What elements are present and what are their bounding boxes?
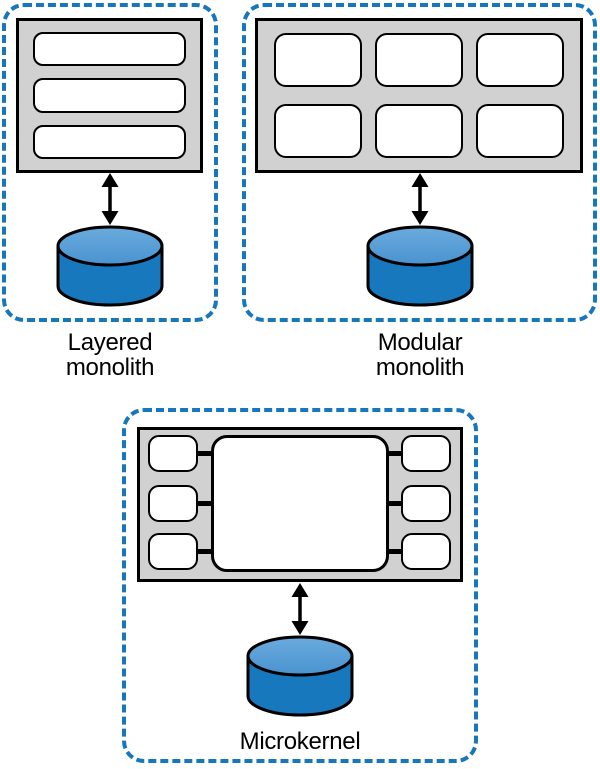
database-cylinder-icon <box>55 225 165 307</box>
plugin-connector <box>196 549 212 554</box>
module-box <box>375 104 463 158</box>
plugin-box <box>148 533 198 570</box>
modular-monolith-container <box>255 18 583 173</box>
panel-label: Modular monolith <box>375 329 465 381</box>
plugin-box <box>401 533 451 570</box>
double-arrow-icon <box>407 173 433 225</box>
plugin-box <box>148 435 198 472</box>
plugin-box <box>401 435 451 472</box>
plugin-connector <box>387 549 403 554</box>
plugin-box <box>148 485 198 522</box>
panel-label: Microkernel <box>239 728 361 755</box>
plugin-connector <box>387 501 403 506</box>
plugin-connector <box>387 451 403 456</box>
double-arrow-icon <box>287 583 313 635</box>
module-box <box>274 33 362 87</box>
layered-monolith-container <box>16 18 203 173</box>
layer-box <box>33 78 186 113</box>
layer-box <box>33 124 186 159</box>
plugin-box <box>401 485 451 522</box>
double-arrow-icon <box>97 173 123 225</box>
panel-label: Layered monolith <box>65 329 155 381</box>
layer-box <box>33 32 186 67</box>
microkernel-panel <box>122 408 478 763</box>
module-box <box>274 104 362 158</box>
database-cylinder-icon <box>245 635 355 717</box>
modular-monolith-panel <box>242 3 597 322</box>
module-box <box>476 33 564 87</box>
plugin-connector <box>196 501 212 506</box>
plugin-connector <box>196 451 212 456</box>
module-box <box>375 33 463 87</box>
microkernel-core-box <box>211 435 389 572</box>
database-cylinder-icon <box>365 225 475 307</box>
layered-monolith-panel <box>2 3 218 322</box>
module-box <box>476 104 564 158</box>
microkernel-container <box>137 427 463 582</box>
